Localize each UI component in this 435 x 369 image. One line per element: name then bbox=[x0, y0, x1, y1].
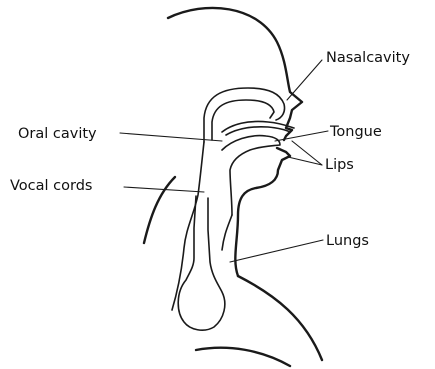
nasal-passage-inner bbox=[212, 100, 274, 140]
back-outline bbox=[144, 177, 175, 243]
lungs-leader bbox=[230, 240, 323, 262]
vocal-cords-label: Vocal cords bbox=[10, 178, 92, 194]
tongue-leader bbox=[275, 131, 328, 141]
chin-neck-outline bbox=[235, 148, 290, 276]
lower-back-outline bbox=[196, 348, 290, 366]
lungs-label: Lungs bbox=[326, 233, 369, 249]
head-outline bbox=[168, 8, 302, 140]
nasal-cavity-leader bbox=[287, 60, 322, 100]
oral-cavity-leader bbox=[120, 133, 222, 141]
chest-outline bbox=[238, 276, 322, 360]
tongue bbox=[222, 136, 280, 215]
trachea-front bbox=[222, 215, 232, 250]
trachea-back bbox=[172, 142, 204, 310]
oral-cavity-label: Oral cavity bbox=[18, 126, 97, 142]
palate-lower bbox=[226, 127, 290, 135]
nasal-cavity-label: Nasalcavity bbox=[326, 50, 410, 66]
lips-label: Lips bbox=[325, 157, 354, 173]
lung bbox=[178, 196, 225, 330]
tongue-label: Tongue bbox=[329, 124, 382, 140]
